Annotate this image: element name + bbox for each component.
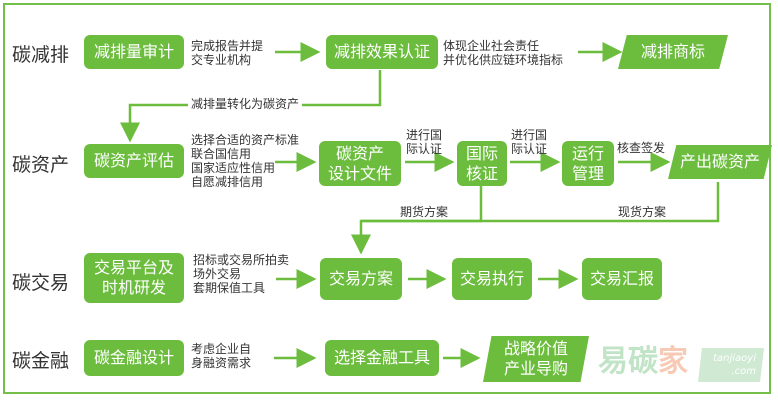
box-trade-execute: 交易执行 (452, 258, 532, 300)
box-emission-audit: 减排量审计 (84, 35, 184, 69)
box-finance-design: 碳金融设计 (84, 340, 184, 376)
note-futures-plan: 期货方案 (400, 205, 449, 219)
watermark-brand-a: 易碳 (598, 344, 658, 379)
note-spot-plan: 现货方案 (618, 205, 667, 219)
box-finance-strategy: 战略价值 产业导购 (483, 336, 589, 382)
row-label-finance: 碳金融 (12, 350, 70, 372)
box-emission-trademark: 减排商标 (618, 35, 728, 69)
box-asset-output: 产出碳资产 (668, 145, 772, 179)
box-trade-plan: 交易方案 (320, 258, 402, 300)
note-report-submit: 完成报告并提 交专业机构 (191, 39, 264, 67)
note-financing-needs: 考虑企业自 身融资需求 (191, 342, 252, 370)
note-intl-cert-2: 进行国 际认证 (511, 128, 548, 156)
box-trade-report: 交易汇报 (582, 258, 662, 300)
row-label-trade: 碳交易 (12, 272, 70, 294)
watermark-brand-b: 家 (658, 344, 688, 379)
diagram-frame (3, 3, 771, 394)
note-intl-cert-1: 进行国 际认证 (406, 128, 443, 156)
note-verify-issue: 核查签发 (617, 141, 666, 155)
arrow-intl-plan (351, 186, 483, 255)
box-finance-tool: 选择金融工具 (325, 340, 439, 376)
note-convert-asset: 减排量转化为碳资产 (188, 97, 303, 111)
note-social-responsibility: 体现企业社会责任 并优化供应链环境指标 (443, 39, 564, 67)
note-trade-methods: 招标或交易所拍卖 场外交易 套期保值工具 (193, 253, 290, 295)
watermark-domain: tanjiaoyi .com (698, 348, 764, 382)
watermark-logo: 易碳家 tanjiaoyi .com (598, 340, 768, 388)
box-asset-evaluate: 碳资产评估 (84, 144, 184, 178)
box-asset-operate: 运行 管理 (562, 141, 614, 186)
row-label-emission: 碳减排 (12, 44, 70, 66)
box-trade-platform: 交易平台及 时机研发 (84, 253, 184, 303)
box-asset-intl: 国际 核证 (457, 141, 507, 186)
note-asset-standards: 选择合适的资产标准 联合国信用 国家适应性信用 自愿减排信用 (191, 133, 300, 189)
box-asset-design: 碳资产 设计文件 (319, 141, 401, 186)
box-emission-verify: 减排效果认证 (326, 35, 438, 69)
row-label-asset: 碳资产 (12, 154, 70, 176)
